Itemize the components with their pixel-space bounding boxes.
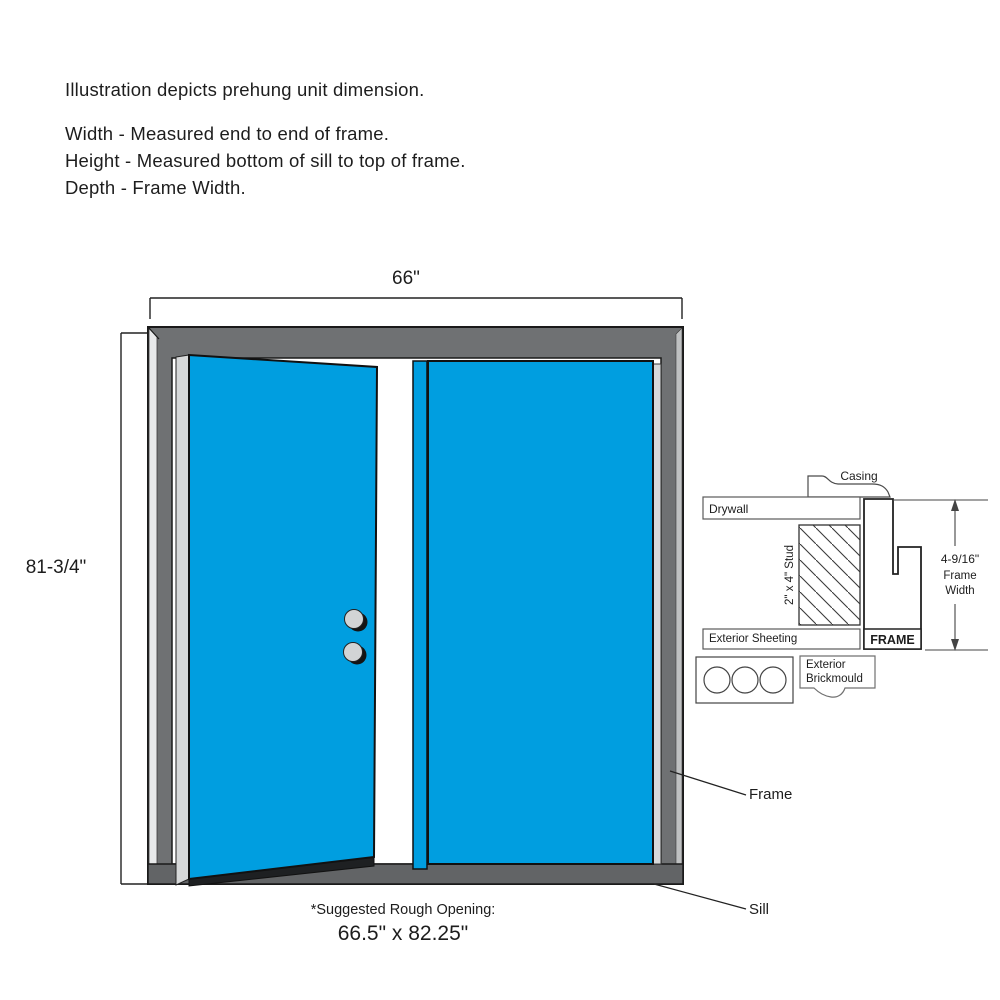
brickmould-label-2: Brickmould [806,673,863,685]
exterior-sheeting-box [702,628,861,650]
depth-definition: Depth - Frame Width. [65,177,246,198]
width-definition: Width - Measured end to end of frame. [65,123,390,144]
stud-box [798,524,861,626]
frame-callout-label: Frame [749,786,793,803]
handle-knob [343,642,363,662]
frame-width-value: 4-9/16" [940,552,980,566]
intro-title: Illustration depicts prehung unit dimens… [65,79,425,100]
brickmould-label-1: Exterior [806,659,846,671]
frame-cross-section [695,475,988,704]
frame-label-box [863,628,922,650]
height-dimension-label: 81-3/4" [25,557,87,578]
casing-label: Casing [840,469,878,483]
casing-profile [807,475,891,498]
dimension-definitions: Width - Measured end to end of frame. He… [65,120,466,201]
brickmould-label-box [799,655,876,698]
frame-leader-line [669,770,747,796]
deadbolt-knob [344,609,364,629]
door-unit-illustration [147,326,684,887]
frame-width-caption-2: Width [945,585,975,597]
profile-circle [759,666,787,694]
sill-leader-line [653,883,747,910]
profile-circle [731,666,759,694]
frame-left-bevel [148,326,158,884]
width-dimension-label: 66" [392,268,420,289]
sill-callout-label: Sill [749,901,770,918]
frame-profile [863,498,922,650]
rough-opening-note: *Suggested Rough Opening: [310,902,496,918]
frame-right-bevel [675,327,683,884]
dimension-lines [120,297,683,885]
left-door [188,353,379,881]
drywall-box [702,496,861,520]
profile-circle [703,666,731,694]
stud-label: 2" x 4" Stud [784,545,796,605]
drywall-label: Drywall [709,502,749,516]
frame-corner-chamfer [147,326,160,340]
height-definition: Height - Measured bottom of sill to top … [65,150,466,171]
frame-profile-label: FRAME [870,633,915,647]
sheeting-label: Exterior Sheeting [709,633,798,645]
astragal [412,360,428,870]
frame-width-dimension [893,499,988,651]
right-door [427,360,654,865]
rough-opening-size: 66.5" x 82.25" [337,922,469,945]
left-door-hinge-edge [175,354,190,886]
frame-width-caption-1: Frame [943,570,977,582]
arrow-down [951,639,959,651]
arrow-up [951,499,959,511]
